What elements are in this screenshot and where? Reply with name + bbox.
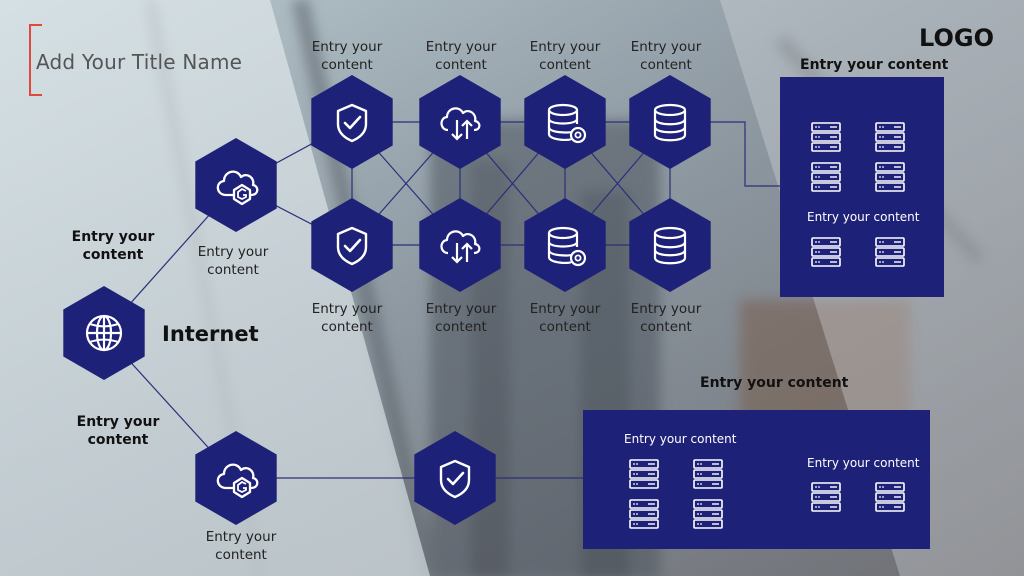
- node-r2c4: [629, 198, 711, 292]
- title-accent-bracket: [29, 24, 42, 96]
- cloud-icon: [216, 463, 259, 499]
- server-box-bottom: [583, 410, 930, 549]
- node-r2c3: [524, 198, 606, 292]
- hexagon-r2c3: [524, 198, 606, 292]
- hexagon-r1c2: [419, 75, 501, 169]
- page-title: Add Your Title Name: [36, 50, 243, 74]
- hexagon-cloud-lower: [195, 431, 277, 525]
- label-cloud-lower: Entry your content: [205, 529, 277, 563]
- label-left-upper: Entry your content: [71, 229, 155, 263]
- label-left-lower: Entry your content: [76, 414, 160, 448]
- hexagon-cloud-upper: [195, 138, 277, 232]
- cloud-icon: [216, 170, 259, 206]
- shield-check-icon: [336, 226, 368, 266]
- node-lower-shield: [414, 431, 496, 525]
- server-box-bottom-left-label: Entry your content: [624, 432, 737, 446]
- server-box-top: [780, 77, 944, 297]
- label-top-3: Entry your content: [529, 39, 601, 73]
- server-box-top-label: Entry your content: [807, 210, 920, 224]
- hexagon-lower-shield: [414, 431, 496, 525]
- node-r1c1: [311, 75, 393, 169]
- database-icon: [653, 103, 687, 142]
- globe-icon: [85, 314, 123, 352]
- shield-check-icon: [439, 459, 471, 499]
- database-search-icon: [547, 103, 587, 144]
- hexagon-r1c1: [311, 75, 393, 169]
- server-box-bottom-header: Entry your content: [700, 375, 849, 391]
- cloud-sync-icon: [440, 107, 481, 141]
- shield-check-icon: [336, 103, 368, 143]
- label-mid-3: Entry your content: [529, 301, 601, 335]
- database-icon: [653, 226, 687, 265]
- node-r2c2: [419, 198, 501, 292]
- node-r1c4: [629, 75, 711, 169]
- logo: LOGO: [919, 24, 994, 52]
- server-box-bottom-right-label: Entry your content: [807, 456, 920, 470]
- label-top-2: Entry your content: [425, 39, 497, 73]
- node-cloud-lower: [195, 431, 277, 525]
- label-top-4: Entry your content: [630, 39, 702, 73]
- label-mid-1: Entry your content: [311, 301, 383, 335]
- node-cloud-upper: [195, 138, 277, 232]
- node-r2c1: [311, 198, 393, 292]
- label-mid-2: Entry your content: [425, 301, 497, 335]
- label-top-1: Entry your content: [311, 39, 383, 73]
- hexagon-r2c2: [419, 198, 501, 292]
- node-r1c2: [419, 75, 501, 169]
- label-cloud-upper: Entry your content: [197, 244, 269, 278]
- node-internet: [63, 286, 145, 380]
- label-mid-4: Entry your content: [630, 301, 702, 335]
- node-r1c3: [524, 75, 606, 169]
- server-box-top-header: Entry your content: [800, 57, 949, 73]
- hexagon-r1c4: [629, 75, 711, 169]
- database-search-icon: [547, 226, 587, 267]
- internet-label: Internet: [162, 322, 259, 346]
- cloud-sync-icon: [440, 230, 481, 264]
- hexagon-r1c3: [524, 75, 606, 169]
- hexagon-r2c1: [311, 198, 393, 292]
- hexagon-r2c4: [629, 198, 711, 292]
